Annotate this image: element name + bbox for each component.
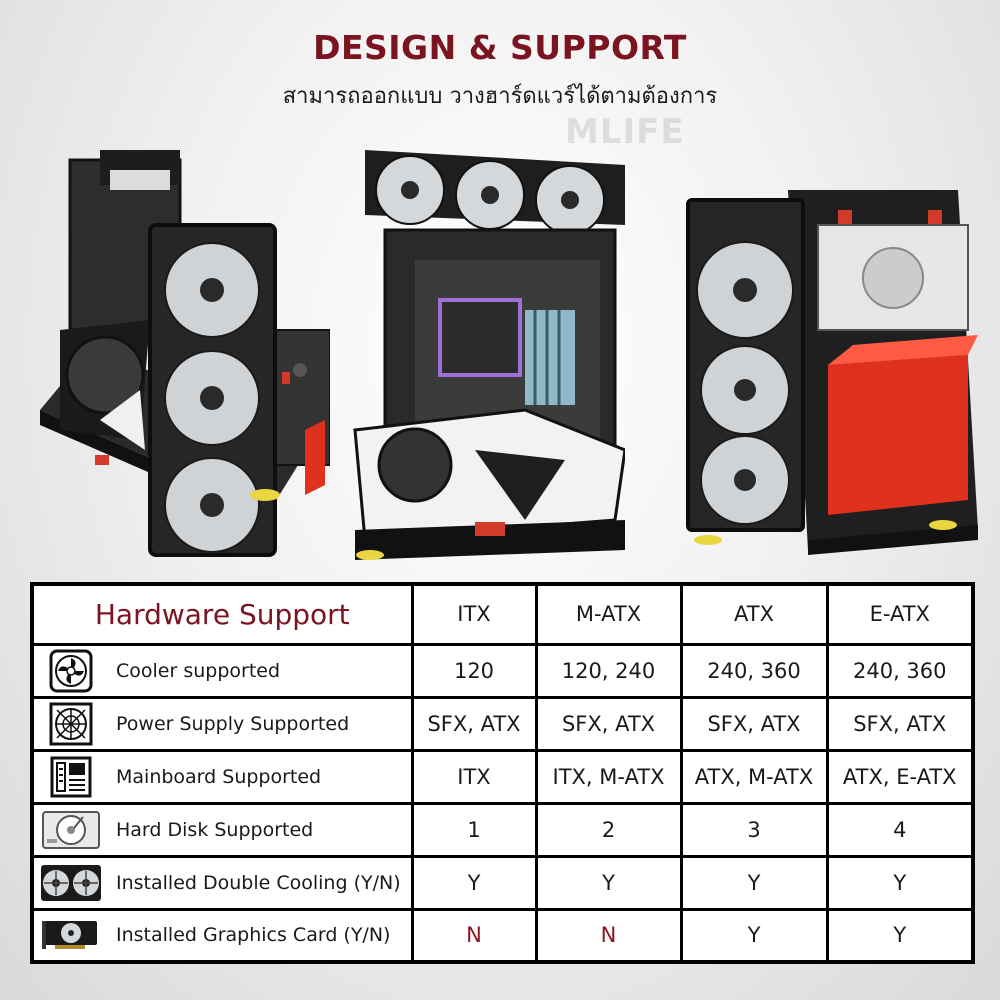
table-cell: SFX, ATX: [679, 695, 829, 752]
table-row: Hard Disk Supported 1 2 3 4: [30, 801, 975, 858]
row-label: Hard Disk Supported: [116, 818, 314, 841]
itx-case-photo: [40, 150, 330, 557]
case-photos: [30, 130, 980, 580]
table-cell: 4: [825, 801, 975, 858]
table-cell: SFX, ATX: [410, 695, 538, 752]
table-row: Cooler supported 120 120, 240 240, 360 2…: [30, 642, 975, 699]
row-label-cell: Installed Double Cooling (Y/N): [30, 854, 414, 911]
row-label-cell: Hard Disk Supported: [30, 801, 414, 858]
hard-disk-icon: [40, 808, 102, 852]
row-label-cell: Power Supply Supported: [30, 695, 414, 752]
column-header: ATX: [679, 582, 829, 646]
fan-icon: [40, 649, 102, 693]
table-cell: Y: [410, 854, 538, 911]
table-cell: Y: [534, 854, 683, 911]
column-header: E-ATX: [825, 582, 975, 646]
row-label: Mainboard Supported: [116, 765, 322, 788]
row-label: Installed Double Cooling (Y/N): [116, 871, 401, 894]
table-cell: 3: [679, 801, 829, 858]
table-cell: Y: [825, 907, 975, 964]
page-title: DESIGN & SUPPORT: [313, 28, 687, 67]
power-supply-icon: [40, 702, 102, 746]
table-cell: SFX, ATX: [825, 695, 975, 752]
watermark: MLIFE: [565, 112, 685, 152]
table-row: Installed Graphics Card (Y/N) N N Y Y: [30, 907, 975, 964]
table-cell: Y: [825, 854, 975, 911]
double-fan-icon: [40, 861, 102, 905]
table-cell: ATX, E-ATX: [825, 748, 975, 805]
graphics-card-icon: [40, 913, 102, 957]
table-row: Mainboard Supported ITX ITX, M-ATX ATX, …: [30, 748, 975, 805]
matx-case-photo: [353, 150, 625, 560]
row-label: Power Supply Supported: [116, 712, 350, 735]
table-cell: ITX, M-ATX: [534, 748, 683, 805]
row-label: Cooler supported: [116, 659, 281, 682]
table-cell: Y: [679, 907, 829, 964]
row-label: Installed Graphics Card (Y/N): [116, 924, 391, 947]
table-cell: N: [534, 907, 683, 964]
table-cell: 2: [534, 801, 683, 858]
table-header-row: Hardware Support ITX M-ATX ATX E-ATX: [30, 582, 975, 646]
column-header: ITX: [410, 582, 538, 646]
column-header: M-ATX: [534, 582, 683, 646]
table-cell: Y: [679, 854, 829, 911]
table-title: Hardware Support: [30, 582, 414, 646]
row-label-cell: Installed Graphics Card (Y/N): [30, 907, 414, 964]
table-cell: 120: [410, 642, 538, 699]
table-cell: 120, 240: [534, 642, 683, 699]
table-row: Power Supply Supported SFX, ATX SFX, ATX…: [30, 695, 975, 752]
page-subtitle: สามารถออกแบบ วางฮาร์ดแวร์ได้ตามต้องการ: [282, 84, 718, 109]
row-label-cell: Mainboard Supported: [30, 748, 414, 805]
table-row: Installed Double Cooling (Y/N) Y Y Y Y: [30, 854, 975, 911]
table-cell: 240, 360: [679, 642, 829, 699]
mainboard-icon: [40, 755, 102, 799]
atx-case-photo: [686, 190, 978, 555]
hardware-support-table: Hardware Support ITX M-ATX ATX E-ATX: [30, 582, 975, 964]
table-cell: N: [410, 907, 538, 964]
table-cell: ITX: [410, 748, 538, 805]
table-cell: SFX, ATX: [534, 695, 683, 752]
table-cell: 1: [410, 801, 538, 858]
row-label-cell: Cooler supported: [30, 642, 414, 699]
table-cell: 240, 360: [825, 642, 975, 699]
table-cell: ATX, M-ATX: [679, 748, 829, 805]
